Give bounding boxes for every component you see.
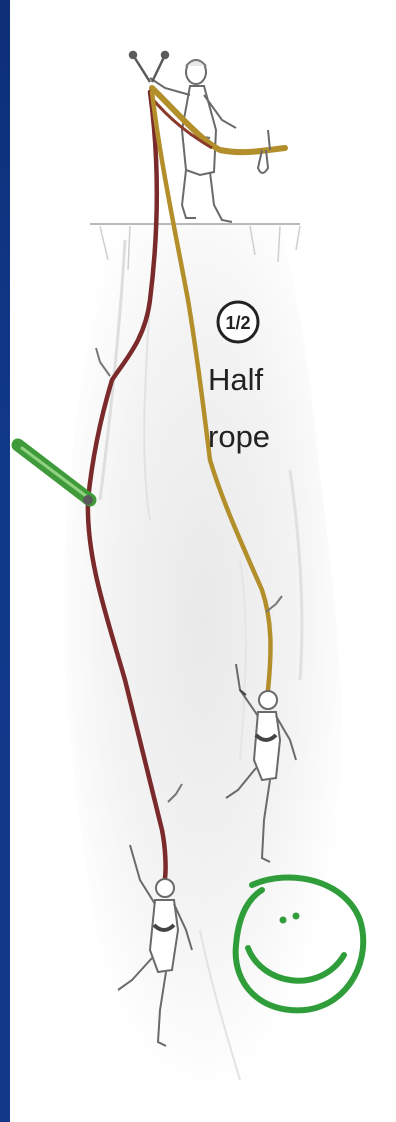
rock-face xyxy=(64,225,342,1100)
badge-text: 1/2 xyxy=(225,313,250,333)
anchor-icon xyxy=(130,52,168,82)
belayer-figure-icon xyxy=(150,60,236,222)
label-line-1: Half xyxy=(208,362,264,397)
label-line-2: rope xyxy=(208,419,270,454)
